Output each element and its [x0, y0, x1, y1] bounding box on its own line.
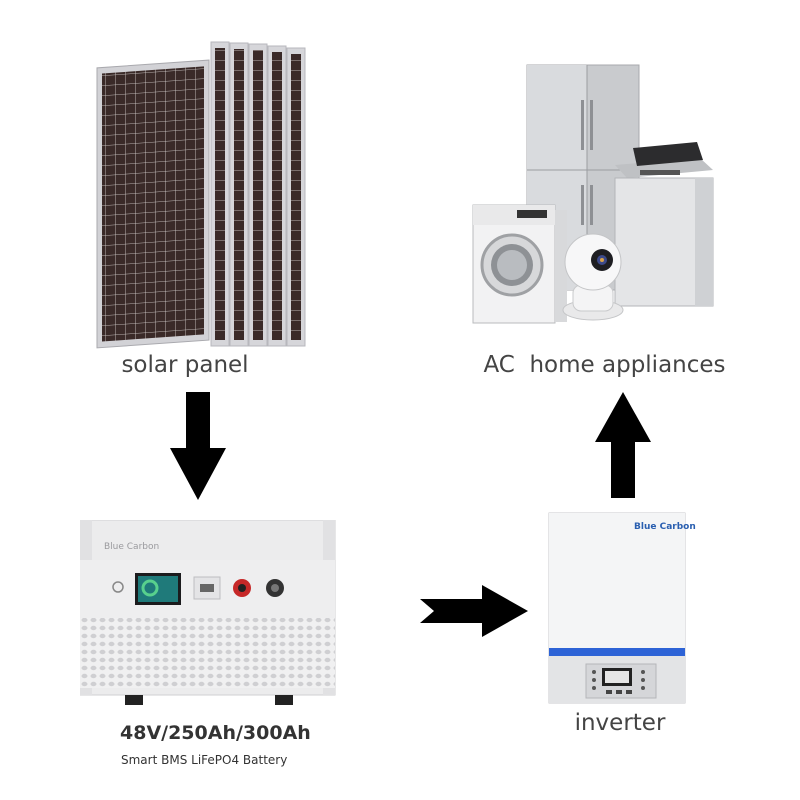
solar-panel-stack	[95, 40, 310, 350]
panel-side-4	[248, 43, 268, 347]
front-load-washer	[472, 204, 567, 324]
battery-spec-label: 48V/250Ah/300Ah	[120, 722, 311, 744]
inverter-brand: Blue Carbon	[634, 522, 696, 532]
inverter-unit	[548, 512, 688, 707]
appliances-label: AC home appliances	[483, 352, 726, 378]
arrow-up-icon	[593, 392, 653, 500]
panel-front	[96, 59, 210, 349]
panel-side-6	[286, 47, 306, 347]
battery-brand: Blue Carbon	[104, 542, 160, 552]
security-camera	[562, 233, 624, 321]
arrow-right-icon	[420, 583, 530, 639]
appliances-group	[465, 60, 725, 330]
solar-panel-label: solar panel	[121, 352, 249, 378]
panel-side-2	[210, 41, 230, 347]
battery-unit	[80, 520, 340, 705]
top-load-washer	[614, 142, 714, 307]
inverter-label: inverter	[574, 710, 666, 736]
panel-side-5	[267, 45, 287, 347]
panel-side-3	[229, 42, 249, 347]
battery-subtitle: Smart BMS LiFePO4 Battery	[121, 753, 288, 767]
arrow-down-icon	[168, 392, 228, 502]
